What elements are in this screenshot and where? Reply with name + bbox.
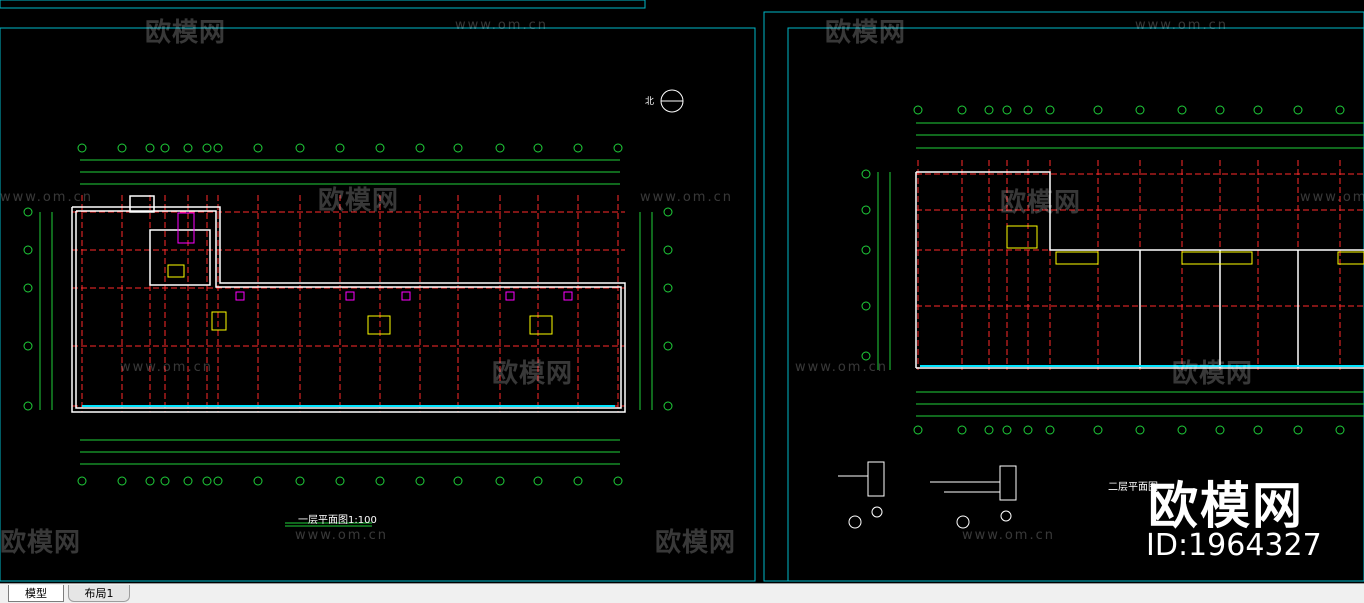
plan1-axis-bubbles bbox=[23, 143, 673, 486]
axis-bubble bbox=[957, 425, 967, 435]
plan2-walls bbox=[915, 171, 1364, 369]
axis-bubble bbox=[77, 143, 87, 153]
axis-bubble bbox=[375, 476, 385, 486]
axis-bubble bbox=[117, 143, 127, 153]
axis-bubble bbox=[1293, 105, 1303, 115]
axis-bubble bbox=[23, 207, 33, 217]
axis-bubble bbox=[453, 143, 463, 153]
plan1-fixtures bbox=[177, 212, 573, 301]
axis-bubble bbox=[1177, 105, 1187, 115]
plan1-dimensions bbox=[39, 159, 653, 465]
axis-bubble bbox=[573, 143, 583, 153]
axis-bubble bbox=[253, 143, 263, 153]
plan1-walls bbox=[71, 195, 626, 413]
axis-bubble bbox=[861, 245, 871, 255]
axis-bubble bbox=[1293, 425, 1303, 435]
axis-bubble bbox=[1045, 105, 1055, 115]
north-arrow bbox=[660, 89, 684, 113]
plan2-dimensions bbox=[877, 122, 1364, 417]
axis-bubble bbox=[415, 476, 425, 486]
axis-bubble bbox=[957, 105, 967, 115]
axis-bubble bbox=[613, 476, 623, 486]
axis-bubble bbox=[1335, 105, 1345, 115]
axis-bubble bbox=[23, 401, 33, 411]
axis-bubble bbox=[663, 283, 673, 293]
axis-bubble bbox=[663, 207, 673, 217]
axis-bubble bbox=[663, 341, 673, 351]
plan2-axis-bubbles bbox=[861, 105, 1345, 435]
plan1-title-underline bbox=[285, 522, 372, 527]
axis-bubble bbox=[23, 283, 33, 293]
axis-bubble bbox=[1093, 105, 1103, 115]
axis-bubble bbox=[1023, 105, 1033, 115]
axis-bubble bbox=[1253, 105, 1263, 115]
axis-bubble bbox=[335, 143, 345, 153]
axis-bubble bbox=[573, 476, 583, 486]
plan1-title: 一层平面图1:100 bbox=[298, 515, 377, 526]
axis-bubble bbox=[23, 341, 33, 351]
sheet-frames bbox=[0, 0, 1364, 582]
axis-bubble bbox=[1335, 425, 1345, 435]
axis-bubble bbox=[1045, 425, 1055, 435]
axis-bubble bbox=[861, 169, 871, 179]
section-detail-1 bbox=[838, 461, 885, 529]
axis-bubble bbox=[1093, 425, 1103, 435]
tab-layout1[interactable]: 布局1 bbox=[68, 585, 130, 602]
north-label: 北 bbox=[645, 96, 654, 107]
axis-bubble bbox=[335, 476, 345, 486]
axis-bubble bbox=[375, 143, 385, 153]
plan2-title: 二层平面图 bbox=[1108, 482, 1158, 493]
axis-bubble bbox=[1002, 425, 1012, 435]
section-detail-2 bbox=[930, 465, 1017, 529]
axis-bubble bbox=[213, 143, 223, 153]
axis-bubble bbox=[984, 425, 994, 435]
axis-bubble bbox=[23, 245, 33, 255]
plan2-stairs bbox=[1006, 225, 1364, 265]
axis-bubble bbox=[453, 476, 463, 486]
axis-bubble bbox=[1215, 425, 1225, 435]
axis-bubble bbox=[1023, 425, 1033, 435]
axis-bubble bbox=[984, 105, 994, 115]
axis-bubble bbox=[533, 143, 543, 153]
axis-bubble bbox=[160, 476, 170, 486]
watermark-brand-large: 欧模网 bbox=[1148, 477, 1304, 535]
axis-bubble bbox=[495, 143, 505, 153]
plan1-stairs bbox=[167, 264, 553, 335]
axis-bubble bbox=[1135, 105, 1145, 115]
axis-bubble bbox=[160, 143, 170, 153]
axis-bubble bbox=[117, 476, 127, 486]
axis-bubble bbox=[913, 425, 923, 435]
axis-bubble bbox=[861, 205, 871, 215]
axis-bubble bbox=[183, 476, 193, 486]
axis-bubble bbox=[253, 476, 263, 486]
axis-bubble bbox=[861, 351, 871, 361]
axis-bubble bbox=[1215, 105, 1225, 115]
axis-bubble bbox=[533, 476, 543, 486]
axis-bubble bbox=[913, 105, 923, 115]
axis-bubble bbox=[1135, 425, 1145, 435]
axis-bubble bbox=[145, 476, 155, 486]
axis-bubble bbox=[663, 401, 673, 411]
axis-bubble bbox=[295, 143, 305, 153]
watermark-id: ID:1964327 bbox=[1146, 528, 1322, 563]
axis-bubble bbox=[1002, 105, 1012, 115]
axis-bubble bbox=[495, 476, 505, 486]
axis-bubble bbox=[77, 476, 87, 486]
axis-bubble bbox=[1253, 425, 1263, 435]
axis-bubble bbox=[663, 245, 673, 255]
axis-bubble bbox=[145, 143, 155, 153]
layout-tab-bar: 模型 布局1 bbox=[0, 583, 1364, 603]
tab-model[interactable]: 模型 bbox=[8, 585, 64, 602]
axis-bubble bbox=[295, 476, 305, 486]
axis-bubble bbox=[202, 476, 212, 486]
axis-bubble bbox=[613, 143, 623, 153]
axis-bubble bbox=[861, 301, 871, 311]
axis-bubble bbox=[1177, 425, 1187, 435]
cad-drawing-canvas[interactable]: 北 bbox=[0, 0, 1364, 583]
axis-bubble bbox=[213, 476, 223, 486]
axis-bubble bbox=[415, 143, 425, 153]
axis-bubble bbox=[202, 143, 212, 153]
axis-bubble bbox=[183, 143, 193, 153]
